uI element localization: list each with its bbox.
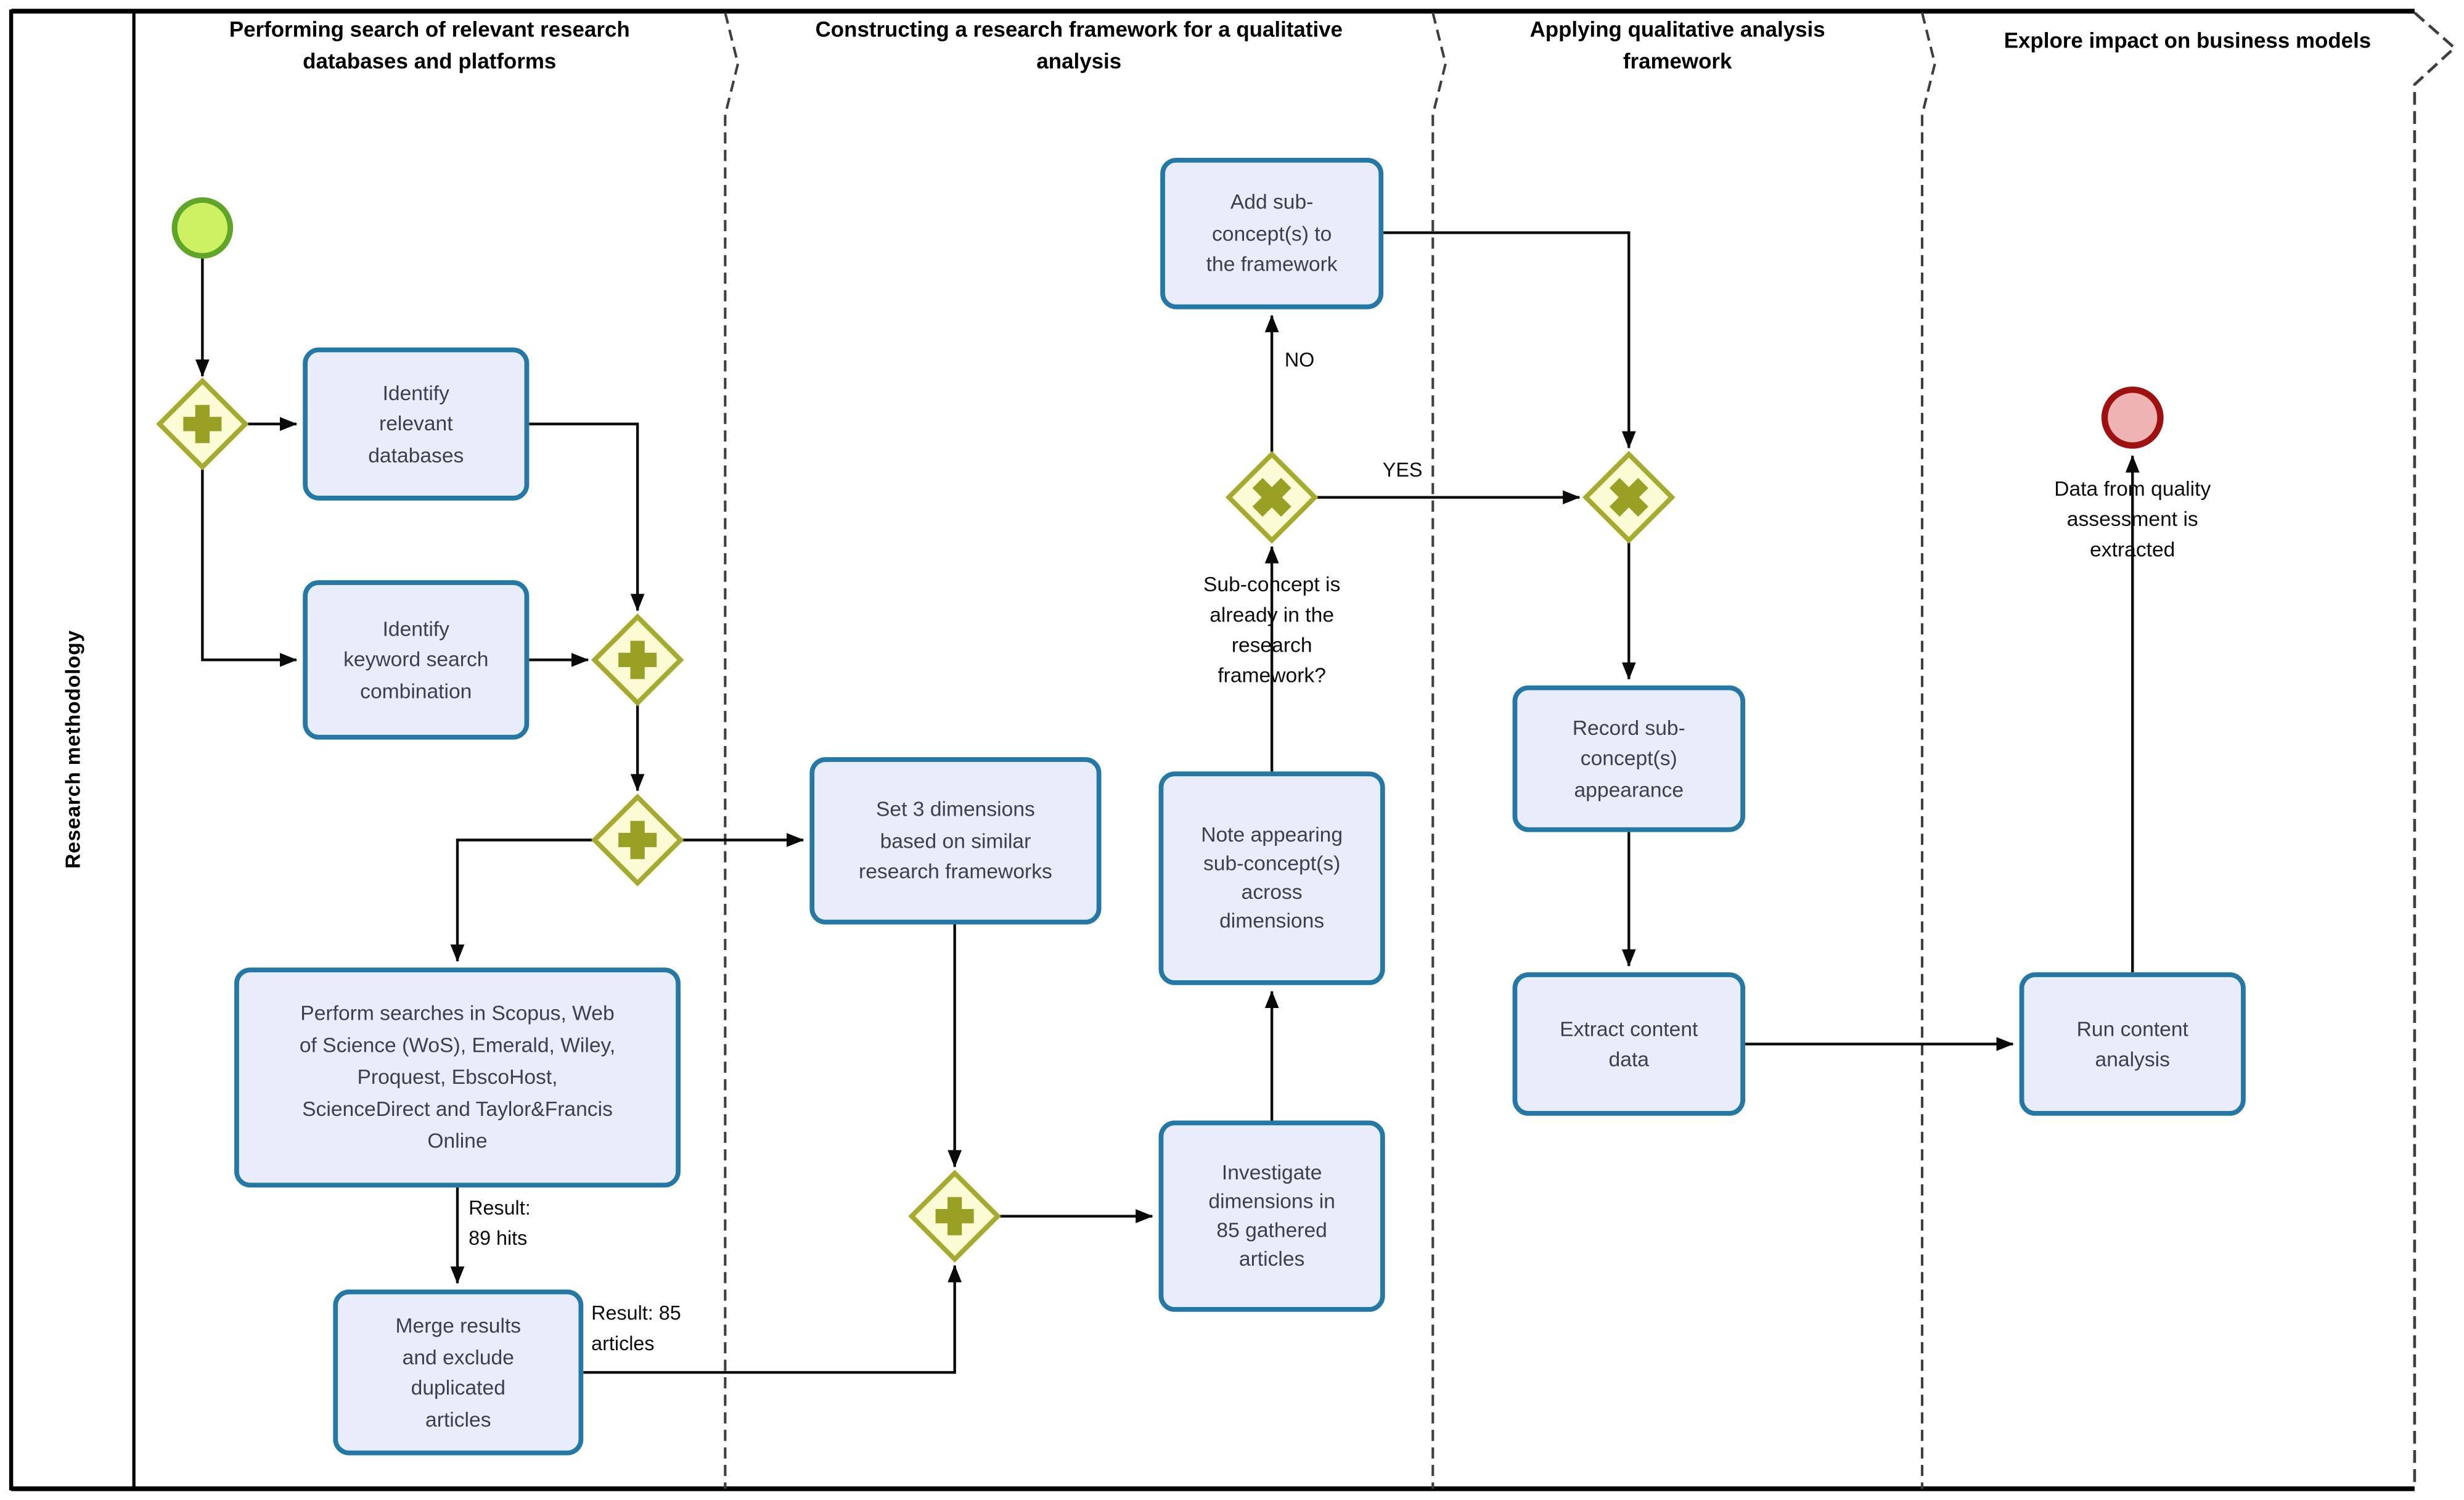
exclusive-gateway-2 <box>1582 451 1676 544</box>
task-note-appearing-subconcepts: Note appearing sub-concept(s) across dim… <box>1158 771 1385 985</box>
start-event <box>171 197 234 259</box>
x-icon <box>1609 478 1648 517</box>
x-icon <box>1252 478 1291 517</box>
phase-header-1: Performing search of relevant research d… <box>229 17 630 73</box>
plus-icon <box>618 641 657 679</box>
task-extract-content-data: Extract content data <box>1512 972 1746 1116</box>
parallel-gateway-3 <box>591 793 684 887</box>
plus-icon <box>618 821 657 859</box>
task-investigate-dimensions: Investigate dimensions in 85 gathered ar… <box>1158 1120 1385 1312</box>
task-merge-results: Merge results and exclude duplicated art… <box>333 1289 584 1456</box>
label-yes: YES <box>1382 459 1423 482</box>
label-result-85-articles: Result: 85 articles <box>591 1302 681 1355</box>
task-add-subconcepts: Add sub- concept(s) to the framework <box>1160 157 1384 309</box>
task-identify-relevant-databases: Identify relevant databases <box>303 347 530 501</box>
task-perform-searches: Perform searches in Scopus, Web of Scien… <box>234 967 681 1188</box>
task-set-3-dimensions: Set 3 dimensions based on similar resear… <box>809 757 1102 925</box>
label-subconcept-question: Sub-concept is already in the research f… <box>1203 572 1341 687</box>
label-result-89-hits: Result: 89 hits <box>469 1197 531 1250</box>
parallel-gateway-1 <box>156 377 249 471</box>
pool-right-chevron <box>2413 11 2457 1488</box>
phase-header-4: Explore impact on business models <box>2004 28 2372 53</box>
parallel-gateway-4 <box>908 1170 1001 1263</box>
lane-label: Research methodology <box>60 630 85 870</box>
flow-gateway1-to-identify-keywords <box>201 467 298 667</box>
parallel-gateway-2 <box>591 613 684 707</box>
phase-header-3: Applying qualitative analysis framework <box>1529 17 1825 73</box>
end-event <box>2101 386 2164 449</box>
plus-icon <box>183 404 222 443</box>
phase-divider-2 <box>1431 12 1447 1489</box>
flow-add-subconcepts-to-gateway6 <box>1383 231 1636 449</box>
task-record-subconcepts-appearance: Record sub- concept(s) appearance <box>1512 685 1746 832</box>
task-identify-keyword-search-combination: Identify keyword search combination <box>303 580 530 740</box>
phase-divider-3 <box>1920 12 1936 1489</box>
phase-header-2: Constructing a research framework for a … <box>815 17 1343 73</box>
phase-divider-1 <box>724 12 740 1489</box>
flow-identify-databases-to-gateway2 <box>529 422 645 612</box>
exclusive-gateway-1 <box>1225 451 1319 544</box>
label-data-quality: Data from quality assessment is extracte… <box>2054 477 2211 561</box>
plus-icon <box>935 1197 974 1236</box>
flow-gateway3-to-perform-searches <box>450 838 595 962</box>
task-run-content-analysis: Run content analysis <box>2019 972 2246 1116</box>
label-no: NO <box>1284 349 1315 372</box>
flow-merge-results-to-gateway4 <box>583 1264 962 1374</box>
